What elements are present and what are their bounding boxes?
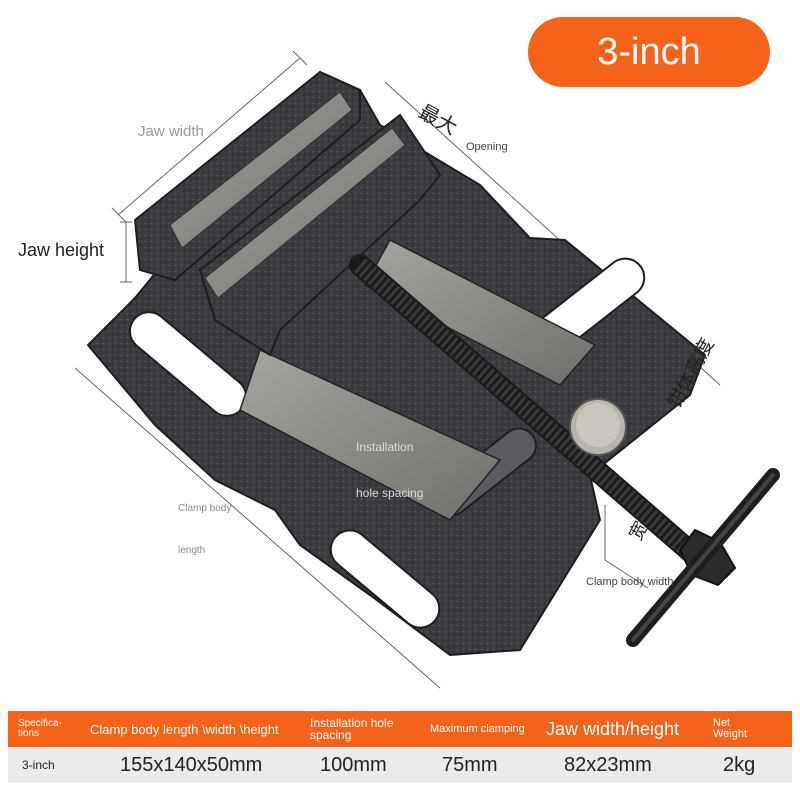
installation-label: Installation [356,440,414,454]
header-hole-spacing: Installation hole spacing [310,716,394,742]
clamp-body-width-label: Clamp body width [586,576,674,588]
spec-table-row: 3-inch 155x140x50mm 100mm 75mm 82x23mm 2… [8,747,792,783]
spec-table-header: Specifica- tions Clamp body length \widt… [8,711,792,747]
lead-screw [349,254,711,571]
header-net-weight: Net Weight [713,717,748,740]
clamp-body-length-label: length [178,545,206,556]
header-specifications: Specifica- tions [18,718,62,739]
guide-rail-front [239,348,502,521]
header-body-dims: Clamp body length \width \height [90,721,279,737]
jaw-height-label: Jaw height [18,240,105,260]
hole-spacing-label: hole spacing [356,486,424,500]
header-max-clamping: Maximum clamping [430,722,525,735]
clamp-body-label: Clamp body [178,503,232,514]
size-badge-label: 3-inch [597,30,701,73]
drill-press-vise-image [74,50,780,689]
header-jaw-wh: Jaw width/height [546,719,680,739]
opening-label: Opening [466,141,508,153]
jaw-width-label: Jaw width [138,123,204,140]
cell-net-weight: 2kg [723,753,756,776]
cell-jaw-wh: 82x23mm [564,753,652,776]
cell-specifications: 3-inch [22,758,55,772]
cell-body-dims: 155x140x50mm [120,753,263,776]
spec-table: Specifica- tions Clamp body length \widt… [8,711,792,783]
cell-max-clamping: 75mm [442,753,498,776]
cell-hole-spacing: 100mm [320,753,387,776]
size-badge: 3-inch [528,17,770,87]
